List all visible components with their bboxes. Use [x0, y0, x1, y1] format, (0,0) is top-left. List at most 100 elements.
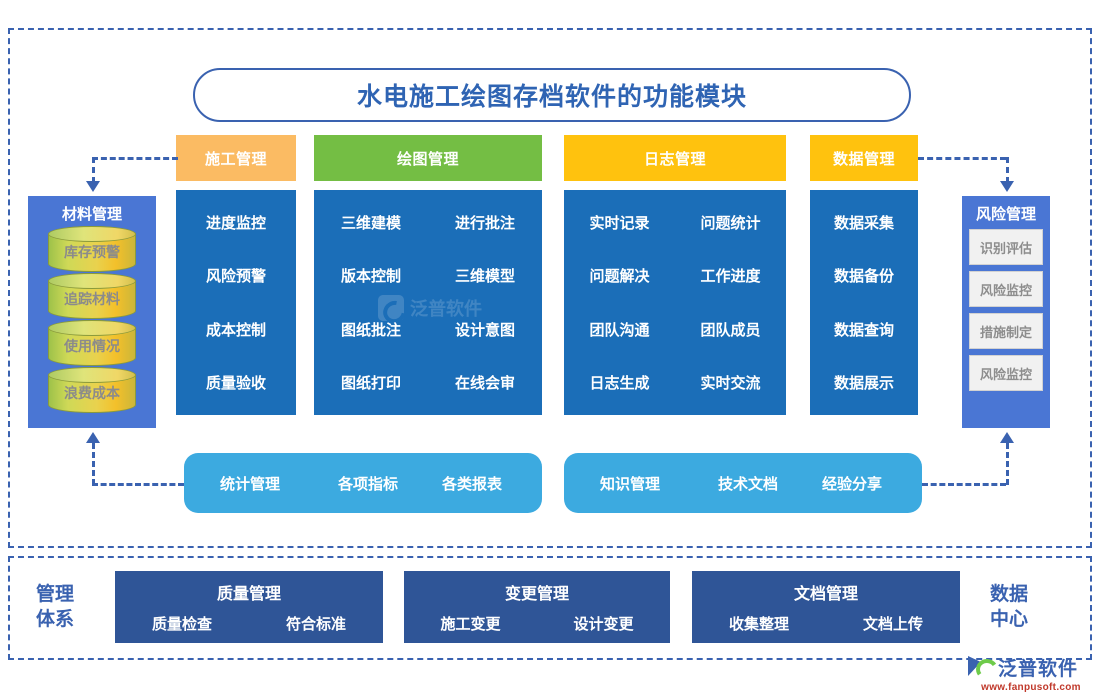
block-title: 文档管理	[793, 586, 858, 603]
pill-item[interactable]: 各项指标	[337, 475, 398, 493]
block-item-list: 收集整理 文档上传	[692, 613, 960, 634]
label-line-2: 中心	[989, 609, 1028, 630]
fanpu-logo-icon	[968, 654, 995, 681]
category-header-log[interactable]: 日志管理	[564, 135, 786, 181]
feature-item[interactable]: 进行批注	[454, 215, 515, 233]
column-row: 数据备份	[810, 249, 918, 302]
feature-item[interactable]: 设计意图	[454, 321, 515, 339]
feature-item[interactable]: 三维建模	[340, 215, 401, 233]
feature-item[interactable]: 在线会审	[454, 374, 515, 392]
feature-item[interactable]: 日志生成	[589, 374, 650, 392]
connector-knowledge-to-risk-horizontal	[922, 483, 1006, 486]
connector-construction-to-material-vertical	[92, 157, 95, 183]
label-management-system: 管理 体系	[24, 582, 86, 632]
label-line-1: 管理	[35, 584, 74, 605]
category-header-construction[interactable]: 施工管理	[176, 135, 296, 181]
column-row: 风险预警	[176, 249, 296, 302]
pill-knowledge-management[interactable]: 知识管理 技术文档 经验分享	[564, 453, 922, 513]
connector-data-to-risk-horizontal	[918, 157, 1006, 160]
block-item[interactable]: 质量检查	[151, 616, 212, 633]
block-item[interactable]: 符合标准	[285, 616, 346, 633]
block-title: 质量管理	[216, 586, 281, 603]
database-cylinder-icon[interactable]: 追踪材料	[48, 273, 136, 319]
column-row: 数据查询	[810, 303, 918, 356]
feature-item[interactable]: 成本控制	[205, 321, 266, 339]
feature-item[interactable]: 数据备份	[833, 268, 894, 286]
block-item[interactable]: 设计变更	[573, 616, 634, 633]
column-row: 三维建模 进行批注	[314, 196, 542, 249]
block-quality-management[interactable]: 质量管理 质量检查 符合标准	[115, 571, 383, 643]
feature-item[interactable]: 问题解决	[589, 268, 650, 286]
feature-item[interactable]: 三维模型	[454, 268, 515, 286]
column-construction: 进度监控 风险预警 成本控制 质量验收	[176, 190, 296, 415]
block-document-management[interactable]: 文档管理 收集整理 文档上传	[692, 571, 960, 643]
block-item[interactable]: 文档上传	[862, 616, 923, 633]
feature-item[interactable]: 版本控制	[340, 268, 401, 286]
pill-item-list: 各项指标 各类报表	[316, 473, 542, 494]
feature-item[interactable]: 质量验收	[205, 374, 266, 392]
risk-item-list: 识别评估 风险监控 措施制定 风险监控	[969, 229, 1043, 391]
category-header-data[interactable]: 数据管理	[810, 135, 918, 181]
block-change-management[interactable]: 变更管理 施工变更 设计变更	[404, 571, 670, 643]
feature-item[interactable]: 团队沟通	[589, 321, 650, 339]
database-cylinder-icon[interactable]: 使用情况	[48, 320, 136, 366]
database-cylinder-icon[interactable]: 浪费成本	[48, 367, 136, 413]
block-item-list: 质量检查 符合标准	[115, 613, 383, 634]
pill-statistics-management[interactable]: 统计管理 各项指标 各类报表	[184, 453, 542, 513]
feature-item[interactable]: 图纸打印	[340, 374, 401, 392]
feature-item[interactable]: 工作进度	[700, 268, 761, 286]
column-drawing: 三维建模 进行批注 版本控制 三维模型 图纸批注 设计意图 图纸打印 在线会审	[314, 190, 542, 415]
feature-item[interactable]: 实时交流	[700, 374, 761, 392]
logo-name: 泛普软件	[998, 659, 1079, 680]
pill-item[interactable]: 经验分享	[821, 475, 882, 493]
feature-item[interactable]: 进度监控	[205, 215, 266, 233]
column-row: 版本控制 三维模型	[314, 249, 542, 302]
feature-item[interactable]: 问题统计	[700, 215, 761, 233]
page-title: 水电施工绘图存档软件的功能模块	[356, 83, 747, 111]
feature-item[interactable]: 风险预警	[205, 268, 266, 286]
risk-item[interactable]: 风险监控	[969, 355, 1043, 391]
panel-material-management: 材料管理 库存预警 追踪材料 使用情况 浪费成本	[28, 196, 156, 428]
material-item: 浪费成本	[64, 385, 120, 401]
label-data-center: 数据 中心	[978, 582, 1040, 632]
block-item-list: 施工变更 设计变更	[404, 613, 670, 634]
pill-item[interactable]: 技术文档	[717, 475, 778, 493]
risk-item[interactable]: 措施制定	[969, 313, 1043, 349]
pill-title: 统计管理	[219, 475, 280, 493]
column-row: 成本控制	[176, 303, 296, 356]
database-cylinder-icon[interactable]: 库存预警	[48, 226, 136, 272]
category-header-drawing[interactable]: 绘图管理	[314, 135, 542, 181]
pill-item-list: 技术文档 经验分享	[696, 473, 922, 494]
block-item[interactable]: 施工变更	[440, 616, 501, 633]
feature-item[interactable]: 数据展示	[833, 374, 894, 392]
connector-knowledge-to-risk-vertical	[1006, 443, 1009, 485]
label-line-2: 体系	[35, 609, 74, 630]
bottom-frame	[8, 556, 1092, 660]
arrow-down-icon	[86, 181, 100, 192]
logo-url: www.fanpusoft.com	[981, 682, 1081, 693]
pill-item[interactable]: 各类报表	[441, 475, 502, 493]
column-data: 数据采集 数据备份 数据查询 数据展示	[810, 190, 918, 415]
feature-item[interactable]: 实时记录	[589, 215, 650, 233]
risk-item[interactable]: 风险监控	[969, 271, 1043, 307]
feature-item[interactable]: 团队成员	[700, 321, 761, 339]
diagram-title-box: 水电施工绘图存档软件的功能模块	[193, 68, 911, 122]
logo-row: 泛普软件	[968, 654, 1094, 681]
arrow-up-icon	[1000, 432, 1014, 443]
column-row: 团队沟通 团队成员	[564, 303, 786, 356]
connector-statistics-to-material-vertical	[92, 443, 95, 485]
panel-title-material: 材料管理	[61, 205, 122, 223]
feature-item[interactable]: 数据采集	[833, 215, 894, 233]
column-log: 实时记录 问题统计 问题解决 工作进度 团队沟通 团队成员 日志生成 实时交流	[564, 190, 786, 415]
column-row: 问题解决 工作进度	[564, 249, 786, 302]
column-row: 实时记录 问题统计	[564, 196, 786, 249]
panel-title-risk: 风险管理	[975, 205, 1036, 223]
risk-item[interactable]: 识别评估	[969, 229, 1043, 265]
material-item: 使用情况	[64, 338, 120, 354]
column-row: 数据采集	[810, 196, 918, 249]
feature-item[interactable]: 图纸批注	[340, 321, 401, 339]
block-item[interactable]: 收集整理	[728, 616, 789, 633]
material-item: 库存预警	[64, 244, 120, 260]
feature-item[interactable]: 数据查询	[833, 321, 894, 339]
